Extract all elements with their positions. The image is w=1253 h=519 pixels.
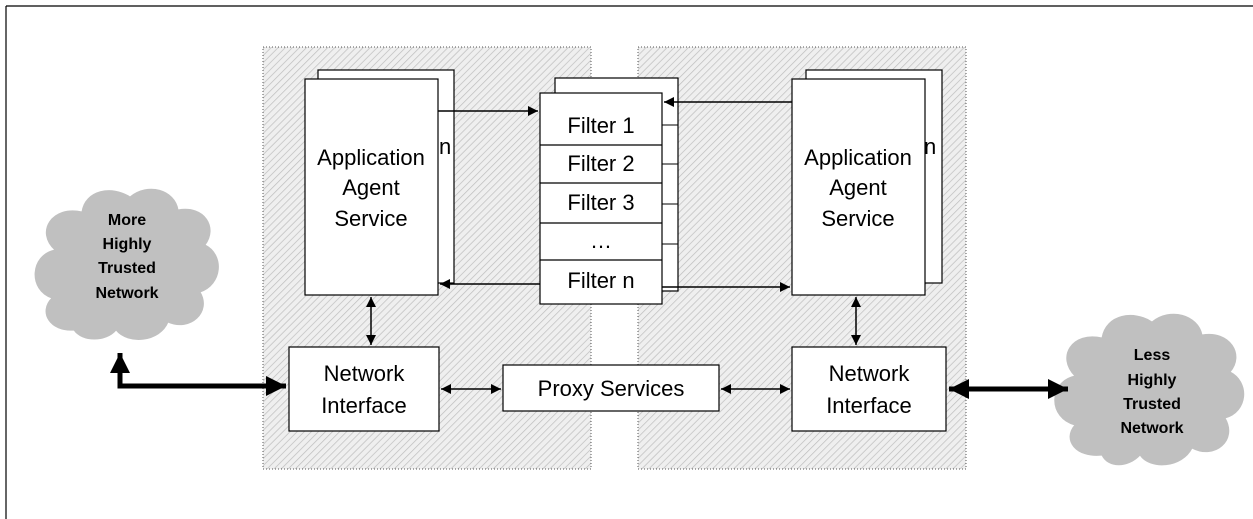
filter-label-3: Filter 3 <box>567 190 634 215</box>
left-app-line-1: Application <box>317 145 425 170</box>
right-net-line-2: Interface <box>826 393 912 418</box>
left-app-front-card <box>304 78 439 296</box>
less-trusted-network-cloud <box>1054 313 1245 466</box>
arrow-trusted-cloud-to-left-net <box>110 353 286 396</box>
left-cloud-line-4: Network <box>95 285 158 302</box>
right-app-line-2: Agent <box>829 175 887 200</box>
proxy-services: Proxy Services <box>502 364 720 412</box>
left-net-line-2: Interface <box>321 393 407 418</box>
right-cloud-line-3: Trusted <box>1123 396 1181 413</box>
left-application-agent-service: n Application Agent Service <box>304 69 455 296</box>
filter-label-2: Filter 2 <box>567 151 634 176</box>
right-application-agent-service: n Application Agent Service <box>791 69 943 296</box>
more-trusted-network-cloud <box>34 188 219 340</box>
left-app-line-2: Agent <box>342 175 400 200</box>
right-network-interface-box <box>791 346 947 432</box>
filter-label-n: Filter n <box>567 268 634 293</box>
right-app-back-fragment: n <box>924 134 936 159</box>
left-cloud-line-2: Highly <box>103 236 152 253</box>
left-cloud-line-3: Trusted <box>98 260 156 277</box>
right-net-line-1: Network <box>829 361 911 386</box>
filter-stack: Filter 1 Filter 2 Filter 3 … Filter n <box>539 77 679 305</box>
filter-label-1: Filter 1 <box>567 113 634 138</box>
filter-label-ellipsis: … <box>590 228 612 253</box>
left-app-line-3: Service <box>334 206 407 231</box>
right-app-line-1: Application <box>804 145 912 170</box>
right-cloud-line-2: Highly <box>1128 372 1177 389</box>
right-network-interface: Network Interface <box>791 346 947 432</box>
right-app-front-card <box>791 78 926 296</box>
right-cloud-line-4: Network <box>1120 420 1183 437</box>
left-net-line-1: Network <box>324 361 406 386</box>
left-app-back-fragment: n <box>439 134 451 159</box>
right-cloud-line-1: Less <box>1134 347 1171 364</box>
proxy-services-box <box>502 364 720 412</box>
filter-stack-front <box>539 92 663 305</box>
right-app-line-3: Service <box>821 206 894 231</box>
proxy-services-label: Proxy Services <box>538 376 685 401</box>
left-network-interface-box <box>288 346 440 432</box>
left-cloud-line-1: More <box>108 212 146 229</box>
left-network-interface: Network Interface <box>288 346 440 432</box>
